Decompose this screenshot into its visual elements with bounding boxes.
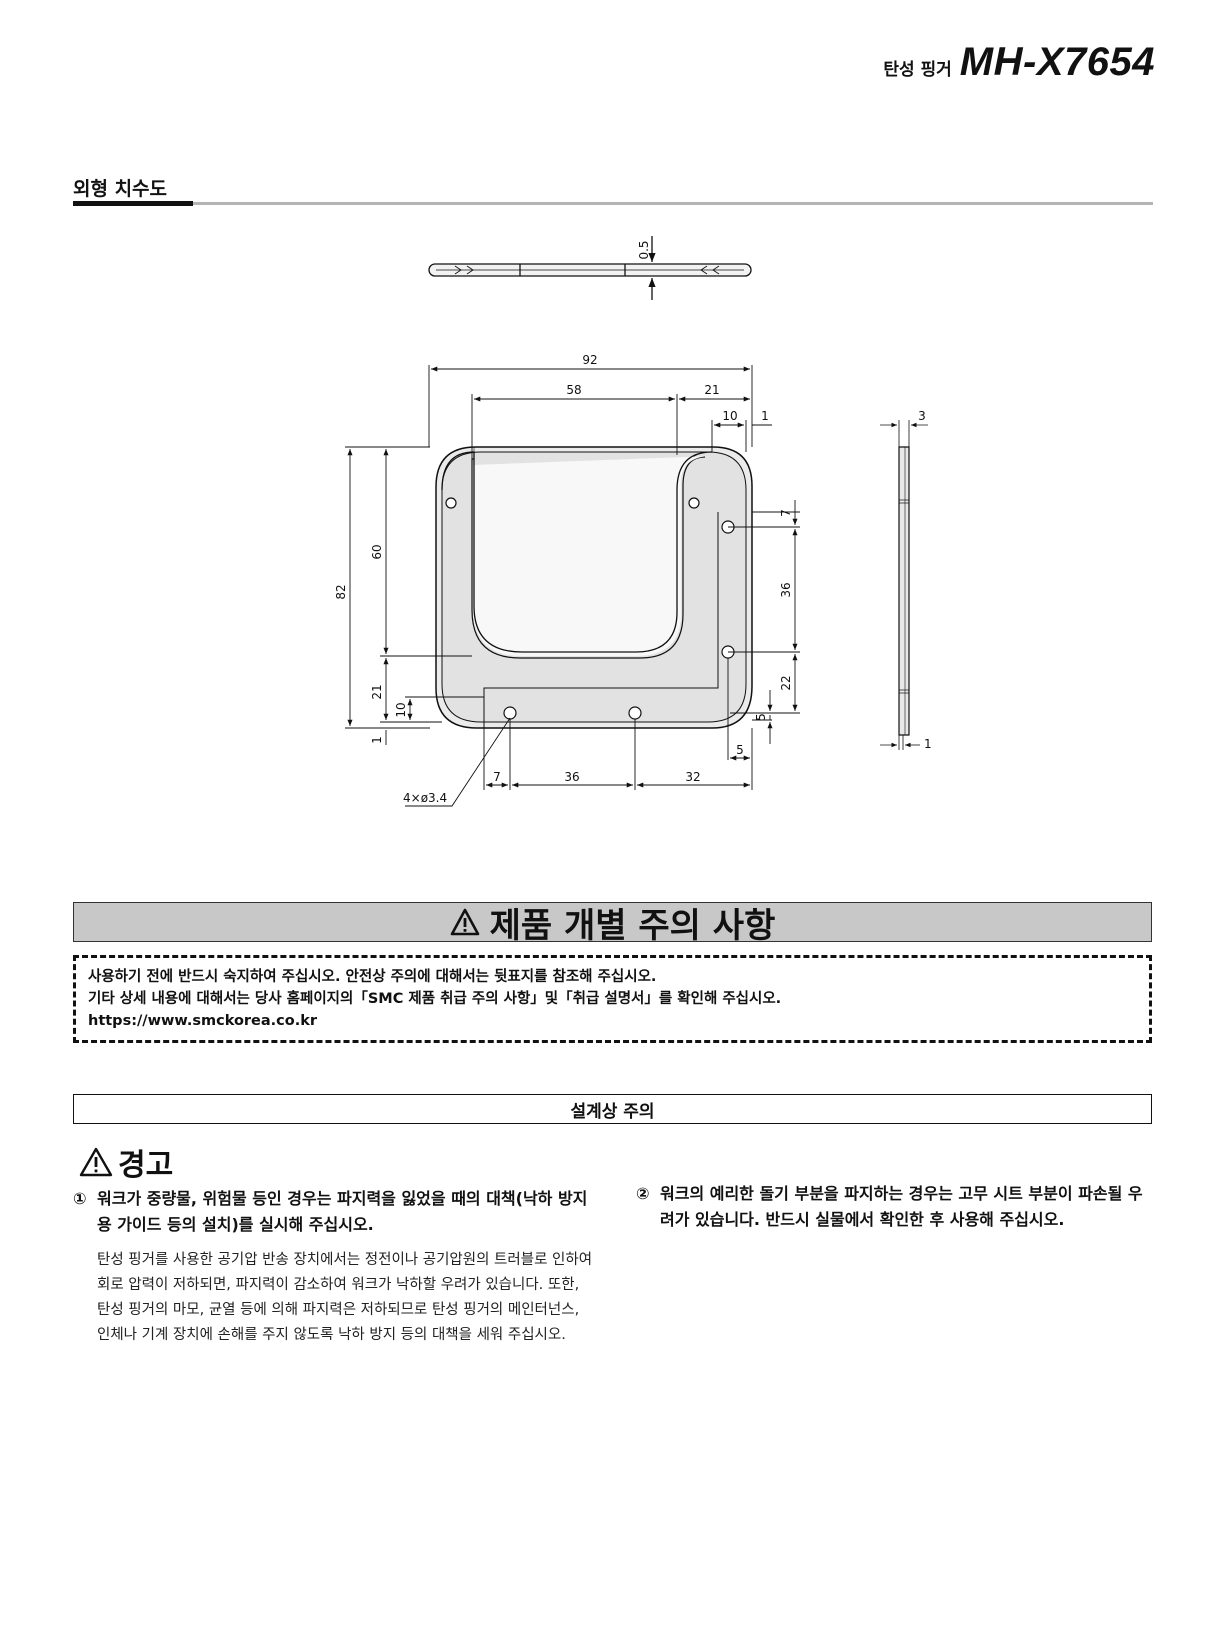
item-1-body: 탄성 핑거를 사용한 공기압 반송 장치에서는 정전이나 공기압원의 트러블로 … <box>97 1252 593 1343</box>
item-2-number: ② <box>636 1184 650 1203</box>
product-name: 탄성 핑거 <box>883 60 952 80</box>
item-2-heading-text: 워크의 예리한 돌기 부분을 파지하는 경우는 고무 시트 부분이 파손될 우려… <box>660 1184 1143 1229</box>
dim-7-right-label: 7 <box>779 509 793 517</box>
dim-21-left-label: 21 <box>370 684 384 699</box>
item-1-heading-text: 워크가 중량물, 위험물 등인 경우는 파지력을 잃었을 때의 대책(낙하 방지… <box>97 1189 588 1234</box>
dim-10-left-label: 10 <box>394 702 408 717</box>
dimension-drawing: 0.5 <box>334 236 932 807</box>
notice-box: 사용하기 전에 반드시 숙지하여 주십시오. 안전상 주의에 대해서는 뒷표지를… <box>73 955 1152 1043</box>
dim-92-label: 92 <box>582 353 597 367</box>
dim-1-top-label: 1 <box>761 409 769 423</box>
hole-spec-label: 4×ø3.4 <box>403 791 447 805</box>
warning-title: 경고 <box>118 1148 174 1183</box>
section-rule <box>73 202 1153 205</box>
item-1-number: ① <box>73 1189 87 1208</box>
section-rule-accent <box>73 201 193 206</box>
notice-url[interactable]: https://www.smckorea.co.kr <box>88 1013 318 1029</box>
warning-item-2: ② 워크의 예리한 돌기 부분을 파지하는 경우는 고무 시트 부분이 파손될 … <box>636 1181 1156 1233</box>
warning-icon <box>79 1147 113 1177</box>
dim-1-left-label: 1 <box>370 736 384 744</box>
dim-36-right-label: 36 <box>779 582 793 597</box>
dim-36-bottom-label: 36 <box>564 770 579 784</box>
notice-line-2: 기타 상세 내용에 대해서는 당사 홈페이지의「SMC 제품 취급 주의 사항」… <box>88 991 782 1007</box>
item-1-heading: ① 워크가 중량물, 위험물 등인 경우는 파지력을 잃었을 때의 대책(낙하 … <box>73 1186 593 1238</box>
dim-82-label: 82 <box>334 584 348 599</box>
thickness-view <box>428 236 752 300</box>
design-caution-bar: 설계상 주의 <box>73 1094 1152 1124</box>
dim-5-right-label: 5 <box>754 713 768 721</box>
dim-7-bottom-label: 7 <box>493 770 501 784</box>
warning-triangle-icon <box>450 908 479 936</box>
dimension-lines <box>345 365 800 807</box>
item-2-heading: ② 워크의 예리한 돌기 부분을 파지하는 경우는 고무 시트 부분이 파손될 … <box>636 1181 1156 1233</box>
dim-22-right-label: 22 <box>779 675 793 690</box>
dim-thickness-label: 0.5 <box>637 240 651 259</box>
dim-60-label: 60 <box>370 544 384 559</box>
model-number: MH-X7654 <box>959 40 1155 84</box>
dim-5-bottom-label: 5 <box>736 743 744 757</box>
warning-heading: 경고 <box>78 1140 173 1184</box>
dim-10-top-label: 10 <box>722 409 737 423</box>
caution-banner: 제품 개별 주의 사항 <box>73 902 1152 946</box>
caution-title: 제품 개별 주의 사항 <box>489 905 776 946</box>
notice-line-1: 사용하기 전에 반드시 숙지하여 주십시오. 안전상 주의에 대해서는 뒷표지를… <box>88 969 657 985</box>
side-3-label: 3 <box>918 409 926 423</box>
dim-21-top-label: 21 <box>704 383 719 397</box>
plate-outline <box>435 446 753 729</box>
warning-item-1: ① 워크가 중량물, 위험물 등인 경우는 파지력을 잃었을 때의 대책(낙하 … <box>73 1186 593 1348</box>
side-1-label: 1 <box>924 737 932 751</box>
dim-58-label: 58 <box>566 383 581 397</box>
page-header: 탄성 핑거 MH-X7654 <box>883 40 1155 85</box>
side-view <box>880 420 928 750</box>
section-title: 외형 치수도 <box>73 178 168 200</box>
dim-32-bottom-label: 32 <box>685 770 700 784</box>
